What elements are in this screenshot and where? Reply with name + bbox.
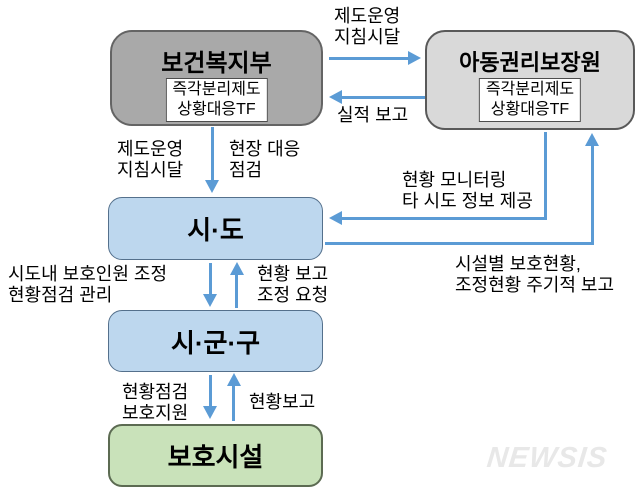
node-facility-title: 보호시설	[167, 442, 264, 472]
arrow-sigungu-to-sido-line	[235, 274, 238, 308]
newsis-watermark: NEWSIS	[485, 442, 610, 474]
arrow-mohw-to-sido-line	[211, 127, 214, 181]
label-status-request: 현황 보고 조정 요청	[257, 264, 329, 306]
label-status-report: 현황보고	[249, 392, 316, 412]
label-check-support: 현황점검 보호지원	[122, 382, 189, 424]
node-sigungu: 시·군·구	[108, 310, 323, 372]
arrow-sigungu-to-facility-head-icon	[203, 406, 217, 419]
node-mohw: 보건복지부 즉각분리제도 상황대응TF	[110, 30, 323, 126]
node-sido-title: 시·도	[187, 215, 244, 245]
arrow-sido-to-sigungu-line	[209, 263, 212, 296]
label-left-guideline: 제도운영 지침시달	[117, 139, 184, 181]
node-sigungu-title: 시·군·구	[170, 327, 261, 358]
label-top-guideline: 제도운영 지침시달	[334, 6, 401, 48]
arrow-mohw-to-ncrc-head-icon	[408, 51, 421, 65]
arrow-mohw-to-ncrc-line	[329, 57, 410, 60]
label-periodic-report: 시설별 보호현황, 조정현황 주기적 보고	[455, 254, 615, 296]
arrow-sido-to-ncrc-horizontal	[325, 242, 594, 245]
node-ncrc-title: 아동권리보장원	[459, 50, 601, 75]
node-facility: 보호시설	[108, 424, 323, 487]
node-mohw-title: 보건복지부	[161, 50, 272, 77]
node-sido: 시·도	[108, 197, 323, 260]
arrow-ncrc-to-sido-horizontal	[341, 217, 547, 220]
node-ncrc-tf-box: 즉각분리제도 상황대응TF	[478, 78, 582, 122]
arrow-sigungu-to-sido-head-icon	[230, 262, 244, 275]
label-monitoring: 현황 모니터링 타 시도 정보 제공	[402, 170, 533, 212]
node-ncrc: 아동권리보장원 즉각분리제도 상황대응TF	[425, 30, 635, 130]
arrow-ncrc-to-sido-vertical	[544, 132, 547, 220]
arrow-sido-to-ncrc-vertical	[591, 146, 594, 245]
arrow-ncrc-to-sido-head-icon	[329, 211, 342, 225]
arrow-facility-to-sigungu-head-icon	[227, 373, 241, 386]
arrow-facility-to-sigungu-line	[232, 385, 235, 421]
node-mohw-tf-box: 즉각분리제도 상황대응TF	[165, 78, 268, 122]
arrow-sigungu-to-facility-line	[209, 375, 212, 408]
label-top-report: 실적 보고	[337, 105, 409, 125]
arrow-mohw-to-sido-head-icon	[205, 180, 219, 193]
arrow-sido-to-sigungu-head-icon	[203, 294, 217, 307]
arrow-sido-to-ncrc-head-icon	[585, 133, 599, 146]
label-sido-manage: 시도내 보호인원 조정 현황점검 관리	[8, 264, 168, 306]
label-field-check: 현장 대응 점검	[229, 139, 301, 181]
arrow-ncrc-to-mohw-head-icon	[329, 90, 342, 104]
arrow-ncrc-to-mohw-line	[341, 96, 425, 99]
